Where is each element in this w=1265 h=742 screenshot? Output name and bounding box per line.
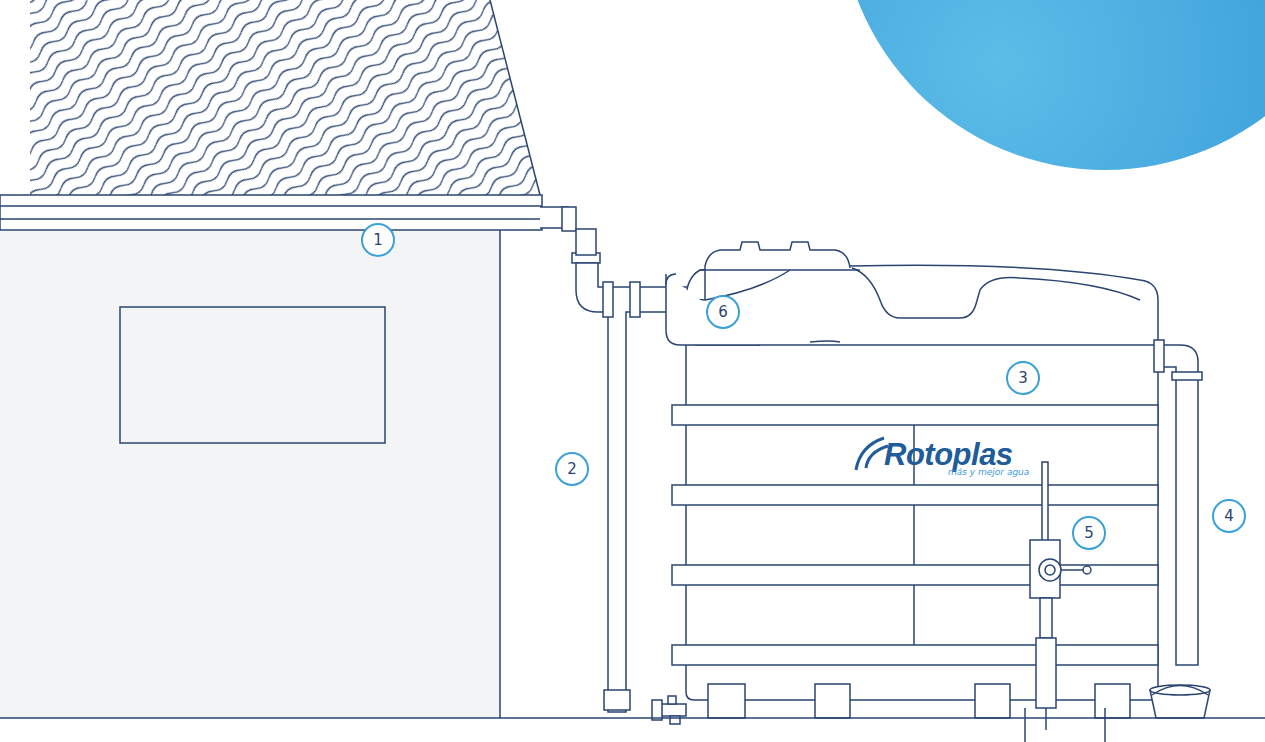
window: [120, 307, 385, 443]
brand-tagline: más y mejor agua: [948, 467, 1029, 477]
callout-number: 2: [555, 452, 589, 486]
decor-circle: [840, 0, 1265, 170]
bucket: [1150, 685, 1210, 718]
callout-number: 1: [361, 223, 395, 257]
callout-number: 6: [706, 295, 740, 329]
hand-pump: [1025, 462, 1105, 742]
callout-number: 3: [1006, 361, 1040, 395]
callout-number: 4: [1212, 499, 1246, 533]
roof: [30, 0, 540, 195]
overflow-pipe: [1154, 340, 1202, 665]
faucet: [652, 696, 686, 724]
house-wall: [0, 230, 500, 718]
ground-line: [0, 717, 1265, 719]
callout-number: 5: [1072, 516, 1106, 550]
logo-mark: [856, 438, 888, 470]
gutter: [0, 195, 600, 263]
tank: [666, 242, 1158, 718]
